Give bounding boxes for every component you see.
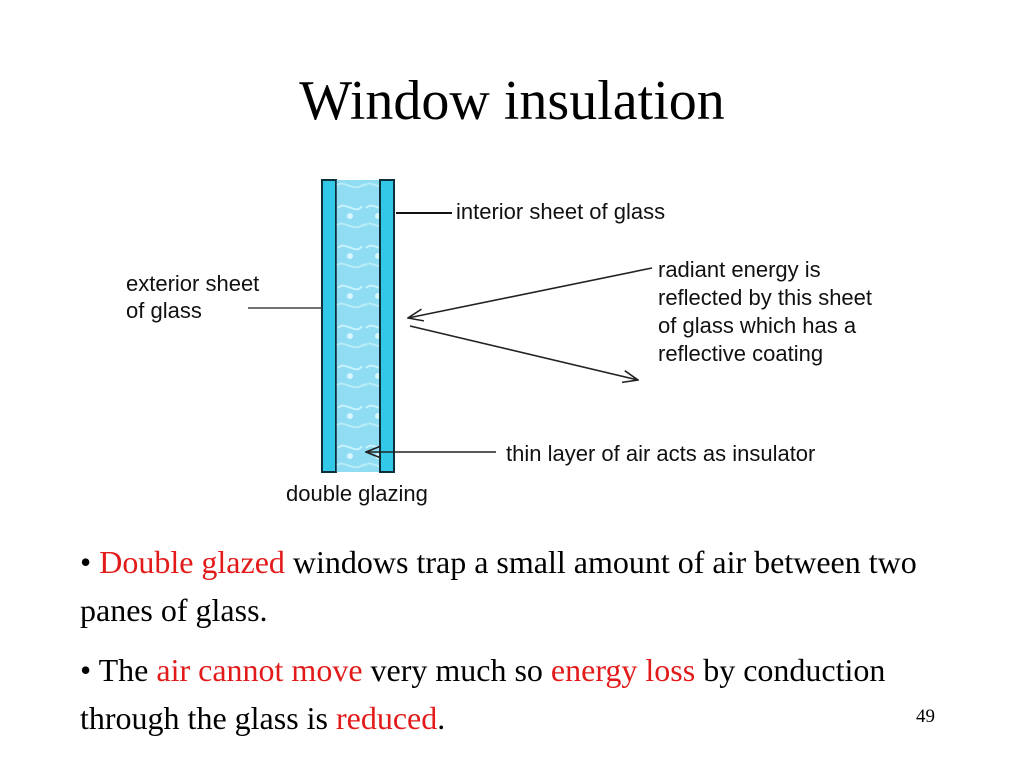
label-exterior-sheet-line2: of glass bbox=[126, 298, 202, 323]
label-radiant-line1: radiant energy is bbox=[658, 257, 821, 282]
label-radiant-line4: reflective coating bbox=[658, 341, 824, 366]
interior-glass-pane bbox=[379, 179, 395, 473]
highlight-reduced: reduced bbox=[335, 700, 438, 736]
page-number: 49 bbox=[916, 706, 935, 727]
highlight-air-cannot-move: air cannot move bbox=[156, 652, 363, 688]
air-gap bbox=[336, 180, 380, 472]
radiant-reflected-arrow bbox=[409, 325, 638, 380]
bullet-air-cannot-move: • The air cannot move very much so energ… bbox=[80, 652, 886, 736]
label-exterior-sheet-line1: exterior sheet bbox=[126, 271, 260, 296]
bullet-double-glazed: • Double glazed windows trap a small amo… bbox=[80, 544, 917, 628]
label-air-insulator: thin layer of air acts as insulator bbox=[506, 441, 816, 466]
highlight-energy-loss: energy loss bbox=[550, 652, 696, 688]
highlight-double-glazed: Double glazed bbox=[99, 544, 285, 580]
label-radiant-line3: of glass which has a bbox=[658, 313, 857, 338]
exterior-glass-pane bbox=[321, 179, 337, 473]
radiant-incoming-arrow bbox=[408, 267, 653, 318]
page-title: Window insulation bbox=[299, 70, 725, 132]
label-interior-sheet: interior sheet of glass bbox=[456, 199, 666, 224]
bullet-list: • Double glazed windows trap a small amo… bbox=[80, 538, 940, 754]
label-radiant-line2: reflected by this sheet bbox=[658, 285, 873, 310]
label-double-glazing: double glazing bbox=[286, 481, 428, 506]
